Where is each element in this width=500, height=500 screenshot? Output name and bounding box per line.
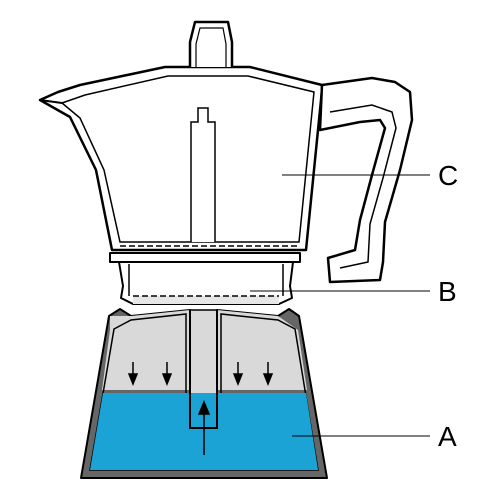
label-c-group: C (282, 160, 458, 191)
label-b-group: B (250, 276, 457, 307)
label-a-group: A (292, 421, 457, 452)
boiler-air-space (102, 310, 307, 390)
upper-chamber-inner (60, 75, 315, 243)
down-arrows (127, 362, 274, 387)
label-c: C (438, 160, 458, 191)
upper-chamber (38, 65, 324, 252)
arrow-down-icon (127, 362, 139, 387)
arrow-up-icon (197, 400, 211, 455)
riser-pipe (190, 107, 216, 242)
arrow-down-icon (232, 362, 244, 387)
arrow-down-icon (262, 362, 274, 387)
upper-chamber-body (38, 65, 324, 252)
filter-basket (133, 296, 279, 304)
spout (39, 99, 63, 104)
label-b: B (438, 276, 457, 307)
arrow-down-icon (161, 362, 173, 387)
filter-collar (109, 252, 301, 305)
label-a: A (438, 421, 457, 452)
lid-knob (188, 20, 234, 67)
handle (318, 76, 414, 284)
